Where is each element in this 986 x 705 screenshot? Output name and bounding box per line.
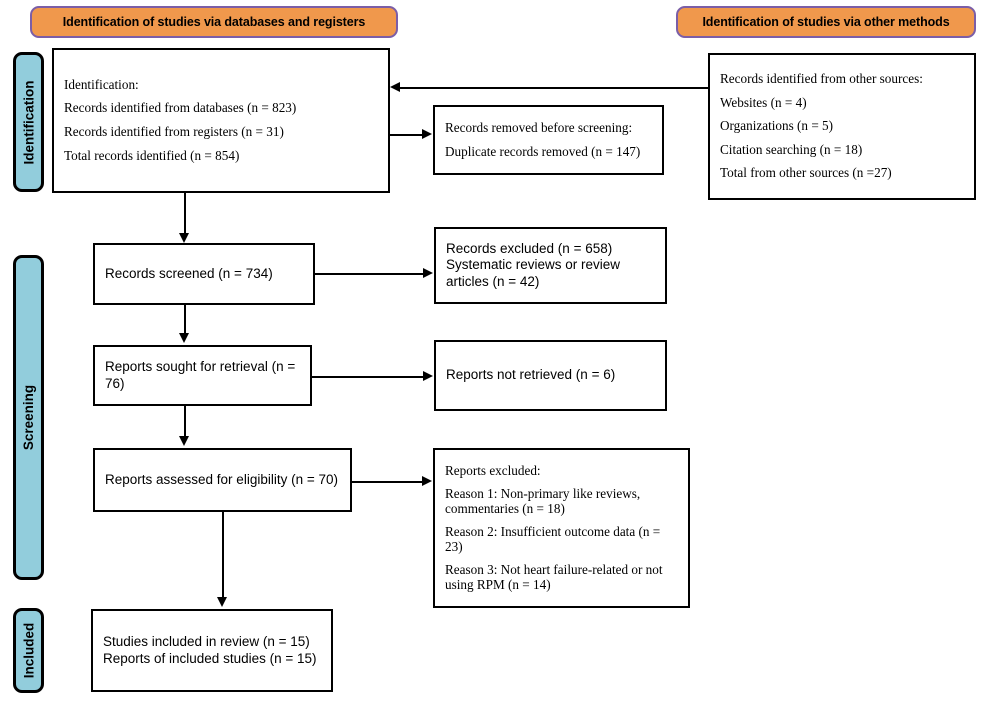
arrowhead-screened-to-reports-sought [179, 333, 189, 343]
connector-identification-to-screened [184, 193, 186, 235]
records-screened-line-1: Records screened (n = 734) [105, 265, 273, 281]
other-sources-line-1: Records identified from other sources: [720, 71, 923, 87]
header-databases-label: Identification of studies via databases … [62, 15, 366, 29]
studies-included-line-1: Studies included in review (n = 15) [103, 634, 310, 650]
identification-sources-line-3: Records identified from registers (n = 3… [64, 124, 284, 139]
arrowhead-screened-to-excluded [423, 268, 433, 278]
stage-pill-identification: Identification [13, 52, 44, 192]
reports-excluded-line-4: Reason 2: Insufficient outcome data (n = [445, 524, 661, 540]
arrowhead-identification-to-screened [179, 233, 189, 243]
header-other-methods-label: Identification of studies via other meth… [702, 15, 950, 29]
records-excluded-line-3: articles (n = 42) [446, 273, 540, 289]
records-removed-line-2: Duplicate records removed (n = 147) [445, 143, 641, 159]
other-sources-line-4: Citation searching (n = 18) [720, 141, 863, 157]
reports-excluded-line-2: Reason 1: Non-primary like reviews, [445, 486, 641, 502]
other-sources-line-5: Total from other sources (n =27) [720, 165, 892, 181]
identification-sources-line-1: Identification: [64, 76, 139, 92]
reports-excluded-line-6: Reason 3: Not heart failure-related or n… [445, 562, 663, 578]
box-reports-not-retrieved: Reports not retrieved (n = 6) [434, 340, 667, 411]
identification-sources-line-2: Records identified from databases (n = 8… [64, 100, 297, 116]
stage-label-screening: Screening [21, 384, 36, 451]
connector-other-sources-to-identification [400, 87, 708, 89]
arrowhead-assessed-to-reports-excluded [422, 476, 432, 486]
stage-label-included: Included [21, 622, 37, 679]
stage-pill-included: Included [13, 608, 44, 693]
records-removed-line-1: Records removed before screening: [445, 119, 633, 135]
box-records-excluded: Records excluded (n = 658) Systematic re… [434, 227, 667, 304]
box-identification-sources: Identification: Records identified from … [52, 48, 390, 193]
identification-sources-line-4: Total records identified (n = 854) [64, 147, 240, 163]
header-other-methods: Identification of studies via other meth… [676, 6, 976, 38]
reports-excluded-line-5: 23) [445, 538, 463, 554]
connector-sought-to-not-retrieved [312, 376, 425, 378]
studies-included-line-2: Reports of included studies (n = 15) [103, 650, 317, 666]
connector-sought-to-assessed [184, 406, 186, 438]
reports-excluded-line-1: Reports excluded: [445, 462, 541, 478]
box-reports-excluded: Reports excluded: Reason 1: Non-primary … [433, 448, 690, 608]
header-databases-and-registers: Identification of studies via databases … [30, 6, 398, 38]
reports-excluded-line-3: commentaries (n = 18) [445, 500, 565, 516]
arrowhead-sought-to-not-retrieved [423, 371, 433, 381]
connector-assessed-to-reports-excluded [352, 481, 424, 483]
other-sources-line-2: Websites (n = 4) [720, 94, 807, 110]
arrowhead-sought-to-assessed [179, 436, 189, 446]
stage-label-identification: Identification [21, 80, 36, 164]
box-records-screened: Records screened (n = 734) [93, 243, 315, 305]
reports-sought-line-1: Reports sought for retrieval (n = [105, 359, 296, 375]
reports-excluded-line-7: using RPM (n = 14) [445, 576, 551, 592]
connector-identification-to-records-removed [390, 134, 423, 136]
reports-sought-line-2: 76) [105, 375, 125, 391]
reports-not-retrieved-line-1: Reports not retrieved (n = 6) [446, 367, 616, 383]
records-excluded-line-2: Systematic reviews or review [446, 257, 621, 273]
connector-screened-to-reports-sought [184, 305, 186, 335]
connector-screened-to-excluded [315, 273, 425, 275]
arrowhead-other-sources-to-identification [390, 82, 400, 92]
box-records-removed: Records removed before screening: Duplic… [433, 105, 664, 175]
reports-assessed-line-1: Reports assessed for eligibility (n = 70… [105, 471, 338, 487]
records-excluded-line-1: Records excluded (n = 658) [446, 240, 613, 256]
box-studies-included: Studies included in review (n = 15) Repo… [91, 609, 333, 692]
box-reports-sought: Reports sought for retrieval (n = 76) [93, 345, 312, 406]
arrowhead-identification-to-records-removed [422, 129, 432, 139]
arrowhead-assessed-to-included [217, 597, 227, 607]
box-other-sources: Records identified from other sources: W… [708, 53, 976, 200]
other-sources-line-3: Organizations (n = 5) [720, 118, 834, 134]
stage-pill-screening: Screening [13, 255, 44, 580]
connector-assessed-to-included [222, 512, 224, 599]
box-reports-assessed: Reports assessed for eligibility (n = 70… [93, 448, 352, 512]
